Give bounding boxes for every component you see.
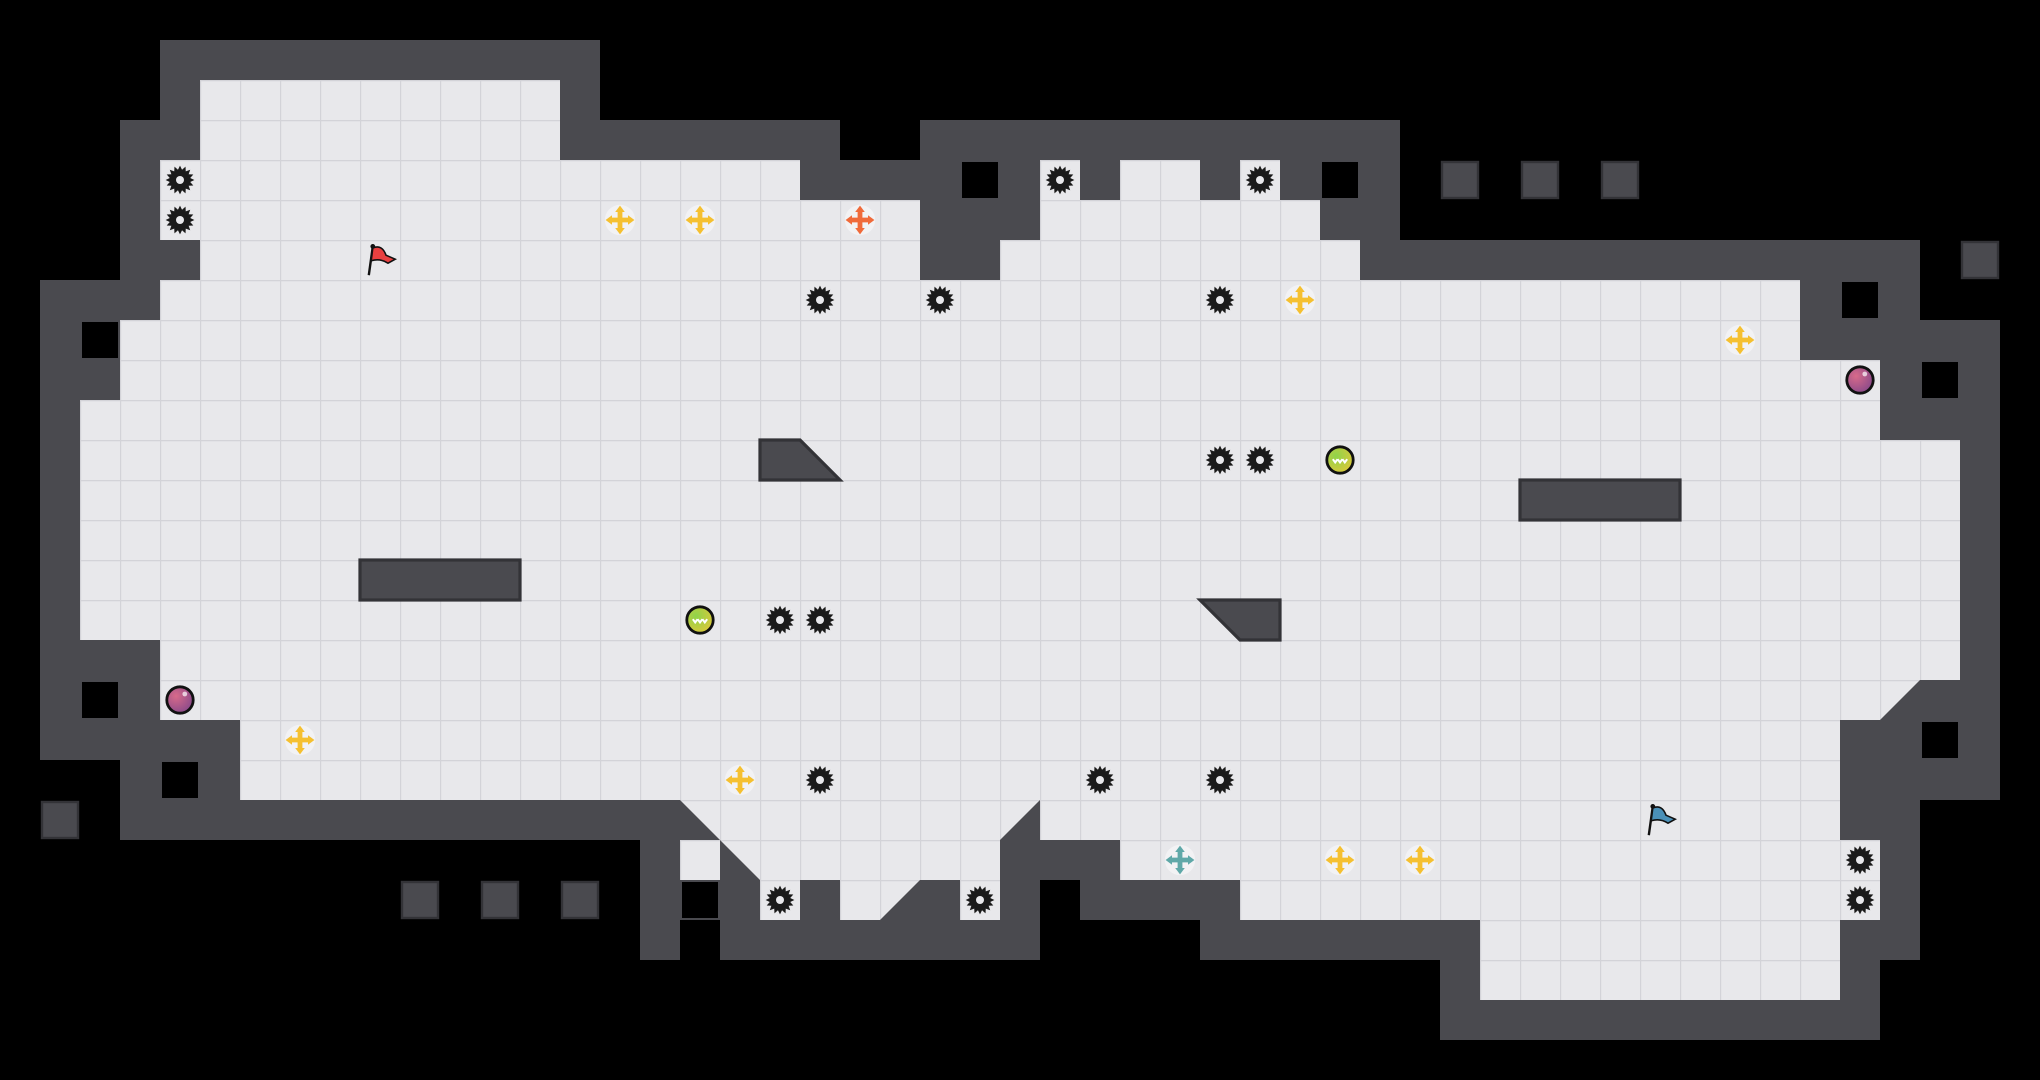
wall-diagonal: [1840, 720, 1880, 760]
wall-diagonal: [680, 800, 720, 840]
wall-diagonal: [880, 880, 920, 920]
floor-area: [200, 80, 560, 160]
floor-area: [240, 760, 1840, 800]
floor-area: [160, 680, 1920, 720]
floor-area: [1040, 200, 1320, 240]
boost-pad-teal-icon: [1164, 844, 1196, 876]
floor-layer: [80, 80, 1960, 1000]
wall-block: [40, 800, 80, 840]
floor-area: [160, 160, 800, 200]
obstacle-bar: [1518, 478, 1682, 522]
wall-segment: [640, 800, 680, 960]
entities-layer: [165, 165, 1875, 915]
floor-area: [1000, 240, 1360, 280]
wall-diagonal: [800, 880, 840, 920]
floor-area: [200, 240, 920, 280]
wall-hole: [1322, 162, 1358, 199]
wall-hole: [82, 322, 118, 358]
boost-pad-yellow-icon: [1324, 844, 1356, 876]
spike-gear-icon: [1045, 165, 1075, 195]
spike-gear-icon: [1845, 845, 1875, 875]
wall-block: [400, 880, 440, 920]
spike-gear-icon: [1205, 445, 1235, 475]
boost-pad-yellow-icon: [1404, 844, 1436, 876]
wall-block: [1440, 160, 1480, 200]
floor-area: [680, 800, 1840, 840]
pink-orb-icon: [165, 685, 195, 715]
wall-diagonal: [800, 160, 840, 200]
spike-gear-icon: [925, 285, 955, 315]
wall-hole: [1922, 722, 1958, 758]
spike-gear-icon: [965, 885, 995, 915]
obstacle-ramp: [758, 438, 844, 482]
wall-block: [1520, 160, 1560, 200]
spike-gear-icon: [1205, 765, 1235, 795]
spike-gear-icon: [805, 285, 835, 315]
spike-gear-icon: [1085, 765, 1115, 795]
wall-block: [560, 880, 600, 920]
boost-pad-yellow-icon: [1284, 284, 1316, 316]
wall-diagonal: [120, 280, 160, 320]
wall-hole: [962, 162, 998, 199]
floor-area: [1240, 880, 1880, 920]
wall-block: [1960, 240, 2000, 280]
wall-hole: [1042, 882, 1078, 918]
boost-pad-yellow-icon: [604, 204, 636, 236]
spike-gear-icon: [1845, 885, 1875, 915]
spike-gear-icon: [1245, 445, 1275, 475]
wall-diagonal: [1880, 680, 1920, 720]
red-flag-icon: [367, 244, 398, 276]
green-orb-icon: [1325, 445, 1355, 475]
wall-diagonal: [1000, 800, 1040, 840]
floor-area: [120, 320, 1800, 360]
wall-diagonal: [1200, 880, 1240, 920]
spike-gear-icon: [765, 605, 795, 635]
floor-area: [160, 640, 1960, 680]
wall-diagonal: [720, 840, 760, 880]
spike-gear-icon: [765, 885, 795, 915]
floor-area: [80, 400, 1880, 440]
blue-flag-icon: [1647, 804, 1678, 836]
floor-area: [160, 280, 1800, 320]
boost-pad-yellow-icon: [284, 724, 316, 756]
spike-gear-icon: [1245, 165, 1275, 195]
spike-gear-icon: [805, 605, 835, 635]
obstacle-bar: [358, 558, 522, 602]
wall-block: [1600, 160, 1640, 200]
obstacle-ramp: [1196, 598, 1282, 642]
wall-hole: [162, 762, 199, 798]
wall-hole: [1842, 282, 1878, 318]
boost-pad-yellow-icon: [684, 204, 716, 236]
wall-diagonal: [1200, 160, 1240, 200]
floor-area: [240, 720, 1840, 760]
floor-area: [120, 360, 1880, 400]
floor-area: [1120, 840, 1880, 880]
floor-area: [160, 200, 920, 240]
spike-gear-icon: [805, 765, 835, 795]
wall-diagonal: [1080, 160, 1120, 200]
wall-block: [480, 880, 520, 920]
spike-gear-icon: [165, 165, 195, 195]
wall-hole: [682, 882, 718, 918]
boost-pad-orange-icon: [844, 204, 876, 236]
wall-details-layer: [40, 160, 2000, 920]
floor-area: [80, 440, 1960, 640]
boost-pad-yellow-icon: [1724, 324, 1756, 356]
wall-hole: [1922, 362, 1958, 398]
green-orb-icon: [685, 605, 715, 635]
wall-diagonal: [960, 200, 1000, 240]
wall-diagonal: [1320, 200, 1360, 240]
wall-hole: [82, 682, 118, 718]
floor-area: [1120, 160, 1200, 200]
spike-gear-icon: [1205, 285, 1235, 315]
pink-orb-icon: [1845, 365, 1875, 395]
spike-gear-icon: [165, 205, 195, 235]
floor-area: [1480, 920, 1840, 1000]
boost-pad-yellow-icon: [724, 764, 756, 796]
